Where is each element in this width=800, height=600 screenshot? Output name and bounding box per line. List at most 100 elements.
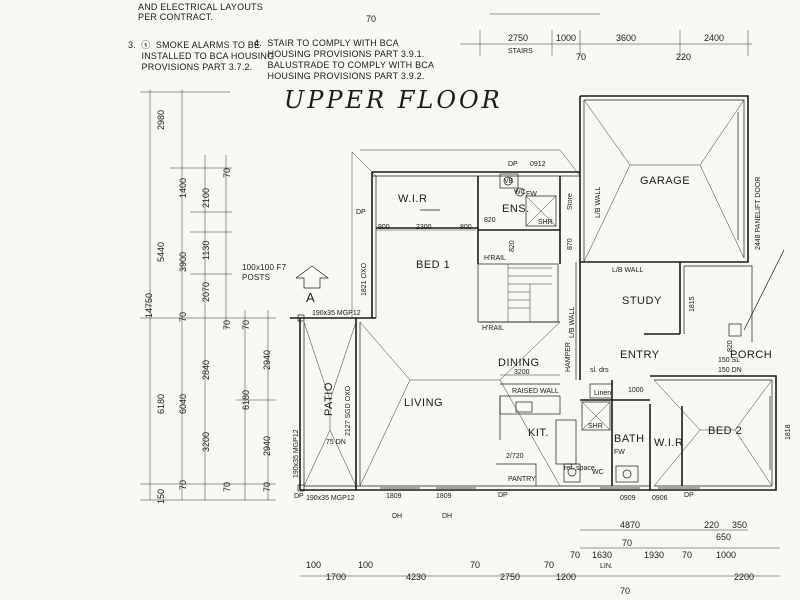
left-dim-1400: 1400 (178, 178, 188, 198)
left-dim-70b: 70 (178, 312, 188, 322)
building-walls (290, 95, 777, 492)
top-dim-3600: 3600 (616, 33, 636, 43)
window-1809b: 1809 (436, 493, 452, 500)
bottom-dim-100b: 100 (358, 560, 373, 570)
bottom-dim-1930: 1930 (644, 550, 664, 560)
room-living: LIVING (404, 397, 443, 409)
window-1815: 1815 (689, 296, 696, 312)
note-partial-top: AND ELECTRICAL LAYOUTS (138, 2, 263, 12)
top-dim-2400: 2400 (704, 33, 724, 43)
dim-800b: 800 (460, 224, 472, 231)
room-porch: PORCH (730, 349, 772, 361)
beam-bottom-label: 190x35 MGP12 (306, 495, 355, 502)
downpipe-2: DP (356, 209, 366, 216)
top-dim-70b: 70 (576, 52, 586, 62)
bottom-dim-100a: 100 (306, 560, 321, 570)
left-dim-5440: 5440 (156, 242, 166, 262)
bottom-lin-label: LIN. (600, 563, 613, 570)
top-dimension-string: 70 2750 1000 3600 2400 70 220 STAIRS (366, 13, 752, 62)
room-wir-top: W.I.R (398, 193, 427, 205)
bottom-dim-650: 650 (716, 532, 731, 542)
lb-wall-label-2: L/B WALL (612, 267, 643, 274)
note-smoke-alarms: 3. ⓢ SMOKE ALARMS TO BE INSTALLED TO BCA… (128, 40, 275, 72)
bottom-dim-70b: 70 (570, 550, 580, 560)
left-dim-70e: 70 (241, 320, 251, 330)
bottom-dim-1000: 1000 (716, 550, 736, 560)
left-dim-2940a: 2940 (262, 350, 272, 370)
top-dim-1000: 1000 (556, 33, 576, 43)
left-dim-70g: 70 (262, 482, 272, 492)
bottom-dim-1630: 1630 (592, 550, 612, 560)
left-dim-70f: 70 (222, 482, 232, 492)
left-dim-70d: 70 (222, 320, 232, 330)
window-1818: 1818 (785, 424, 792, 440)
left-dim-1130: 1130 (201, 241, 211, 260)
hamper-label: HAMPER (565, 342, 572, 372)
downpipe-1: DP (508, 161, 518, 168)
sliding-doors-label: sl. drs (590, 367, 609, 374)
shower-ensuite: SHR (538, 219, 553, 226)
left-dim-6180a: 6180 (241, 390, 251, 410)
step-150dn-label: 150 DN (718, 367, 742, 374)
note-per-contract: PER CONTRACT. (138, 12, 214, 22)
panelift-door-label: 2448 PANELIFT DOOR (755, 177, 762, 250)
bottom-dim-70e: 70 (544, 560, 554, 570)
dim-3200: 3200 (514, 369, 530, 376)
handwritten-upper-floor-title: UPPER FLOOR (284, 86, 503, 114)
left-dim-70c: 70 (178, 480, 188, 490)
stairs-label: STAIRS (508, 48, 533, 55)
bottom-dim-70a: 70 (622, 538, 632, 548)
handrail-label-1: H'RAIL (484, 255, 506, 262)
door-820a: 820 (484, 217, 496, 224)
room-kitchen: KIT. (528, 427, 549, 439)
left-dim-2940b: 2940 (262, 436, 272, 456)
room-bed1: BED 1 (416, 259, 450, 271)
top-dim-2750: 2750 (508, 33, 528, 43)
room-ensuite: ENS. (502, 203, 530, 215)
wc-ensuite: WC (514, 189, 526, 196)
room-entry: ENTRY (620, 349, 660, 361)
room-study: STUDY (622, 295, 662, 307)
note-stair-balustrade: 4. STAIR TO COMPLY WITH BCA HOUSING PROV… (254, 38, 435, 81)
wc-bath: WC (592, 469, 604, 476)
left-dim-14750: 14750 (144, 293, 154, 318)
left-dim-3200: 3200 (201, 432, 211, 452)
window-0909: 0909 (620, 495, 636, 502)
left-dim-6040: 6040 (178, 394, 188, 414)
left-dim-150: 150 (156, 489, 166, 504)
bottom-dim-220: 220 (704, 520, 719, 530)
downpipe-5: DP (684, 492, 694, 499)
step-75-label: 75 DN (326, 439, 346, 446)
marker-letter: A (306, 290, 315, 305)
floor-waste-ensuite: FW (526, 191, 537, 198)
fridge-space-label: ref. space (564, 465, 595, 472)
room-garage: GARAGE (640, 175, 690, 187)
floor-waste-bath: FW (614, 449, 625, 456)
double-hung-1: DH (392, 513, 402, 520)
sliding-glass-door-label: 2127 SGD OXO (345, 385, 352, 436)
room-patio: PATIO (323, 382, 335, 416)
door-820c: 820 (727, 340, 734, 352)
left-dimension-strings: 2980 1400 2100 70 5440 1130 3900 2070 70… (140, 90, 276, 504)
left-dim-2840: 2840 (201, 360, 211, 380)
top-dim-220: 220 (676, 52, 691, 62)
left-dim-3900: 3900 (178, 252, 188, 272)
beam-top-label: 190x35 MGP12 (312, 310, 361, 317)
dim-1000: 1000 (628, 387, 644, 394)
window-0906: 0906 (652, 495, 668, 502)
bottom-dim-70f: 70 (620, 586, 630, 596)
vanity-basin: VB (504, 178, 514, 185)
handrail-label-2: H'RAIL (482, 325, 504, 332)
left-dim-2100: 2100 (201, 188, 211, 208)
shower-bath: SHR (588, 423, 603, 430)
beam-left-label: 190x35 MGP12 (293, 429, 300, 478)
lb-wall-label-3: L/B WALL (569, 307, 576, 338)
section-marker-a: A (295, 265, 330, 305)
bottom-dim-350: 350 (732, 520, 747, 530)
door-820b: 820 (509, 240, 516, 252)
bottom-dim-2750: 2750 (500, 572, 520, 582)
bottom-dim-70c: 70 (682, 550, 692, 560)
bottom-dim-4870: 4870 (620, 520, 640, 530)
downpipe-3: DP (498, 492, 508, 499)
